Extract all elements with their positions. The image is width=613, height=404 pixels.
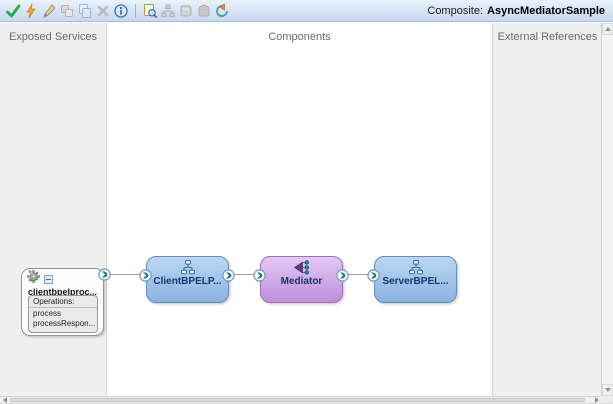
- lane-external-references-title: External References: [497, 31, 598, 43]
- lane-components: Components: [107, 23, 492, 396]
- serverbpel-inbound-port-icon[interactable]: [367, 269, 380, 282]
- wire-clientbpel-to-mediator[interactable]: [229, 274, 260, 275]
- operations-panel: Operations: process processRespon...: [28, 295, 98, 333]
- component-node-label: ServerBPEL...: [382, 276, 449, 287]
- bpel-process-icon: [180, 260, 196, 275]
- edit-icon[interactable]: [40, 2, 58, 20]
- composite-name-group: Composite:AsyncMediatorSample: [427, 5, 605, 17]
- mediator-outbound-port-icon[interactable]: [336, 269, 349, 282]
- wire-service-to-clientbpel[interactable]: [104, 274, 146, 275]
- composite-name: AsyncMediatorSample: [487, 4, 605, 17]
- vertical-scrollbar[interactable]: [601, 23, 613, 396]
- mediator-inbound-port-icon[interactable]: [253, 269, 266, 282]
- navigate-icon[interactable]: [213, 2, 231, 20]
- component-node-mediator[interactable]: Mediator: [260, 256, 343, 303]
- service-node-title: clientbpelproc...: [27, 287, 97, 297]
- service-node-clientbpelprocess[interactable]: clientbpelproc... Operations: process pr…: [21, 268, 104, 336]
- info-icon[interactable]: [112, 2, 130, 20]
- chevron-up-icon: [604, 27, 611, 31]
- delete-icon[interactable]: [94, 2, 112, 20]
- debug-icon[interactable]: [22, 2, 40, 20]
- chevron-down-icon: [604, 388, 611, 392]
- paste-icon[interactable]: [76, 2, 94, 20]
- scrollbar-corner: [601, 396, 613, 403]
- validate-icon[interactable]: [4, 2, 22, 20]
- copy-icon[interactable]: [58, 2, 76, 20]
- components-icon[interactable]: [159, 2, 177, 20]
- composite-label: Composite:: [427, 4, 484, 17]
- service-node-header: [22, 269, 103, 286]
- service-outbound-port-icon[interactable]: [98, 268, 111, 281]
- scroll-right-button[interactable]: [592, 397, 601, 403]
- mediator-icon: [293, 260, 311, 275]
- operation-item[interactable]: process: [33, 309, 62, 318]
- scroll-left-button[interactable]: [0, 397, 9, 403]
- operations-label: Operations:: [29, 296, 97, 308]
- lane-exposed-services-title: Exposed Services: [8, 31, 98, 43]
- component-node-label: ClientBPELP...: [153, 276, 222, 287]
- scroll-down-button[interactable]: [602, 384, 613, 396]
- wire-mediator-to-serverbpel[interactable]: [343, 274, 374, 275]
- horizontal-scroll-thumb[interactable]: [10, 398, 585, 402]
- component-node-clientbpel[interactable]: ClientBPELP...: [146, 256, 229, 303]
- chevron-left-icon: [2, 397, 7, 403]
- composite-canvas[interactable]: Exposed Services Components External Ref…: [0, 23, 613, 396]
- chevron-right-icon: [594, 397, 599, 403]
- component-node-serverbpel[interactable]: ServerBPEL...: [374, 256, 457, 303]
- clientbpel-inbound-port-icon[interactable]: [139, 269, 152, 282]
- clientbpel-outbound-port-icon[interactable]: [222, 269, 235, 282]
- toolbar-separator: [135, 3, 136, 18]
- scroll-up-button[interactable]: [602, 23, 613, 35]
- horizontal-scrollbar[interactable]: [0, 396, 601, 403]
- bpel-process-icon: [408, 260, 424, 275]
- archive-icon[interactable]: [177, 2, 195, 20]
- toolbar: Composite:AsyncMediatorSample: [0, 0, 613, 22]
- collapse-button[interactable]: [44, 274, 53, 284]
- component-node-label: Mediator: [280, 276, 323, 287]
- lane-exposed-services: Exposed Services: [0, 23, 107, 396]
- lane-external-references: External References: [492, 23, 602, 396]
- web-service-icon: [26, 269, 41, 288]
- operation-item[interactable]: processRespon...: [33, 319, 96, 328]
- lane-components-title: Components: [268, 31, 331, 43]
- deploy-icon[interactable]: [195, 2, 213, 20]
- find-icon[interactable]: [141, 2, 159, 20]
